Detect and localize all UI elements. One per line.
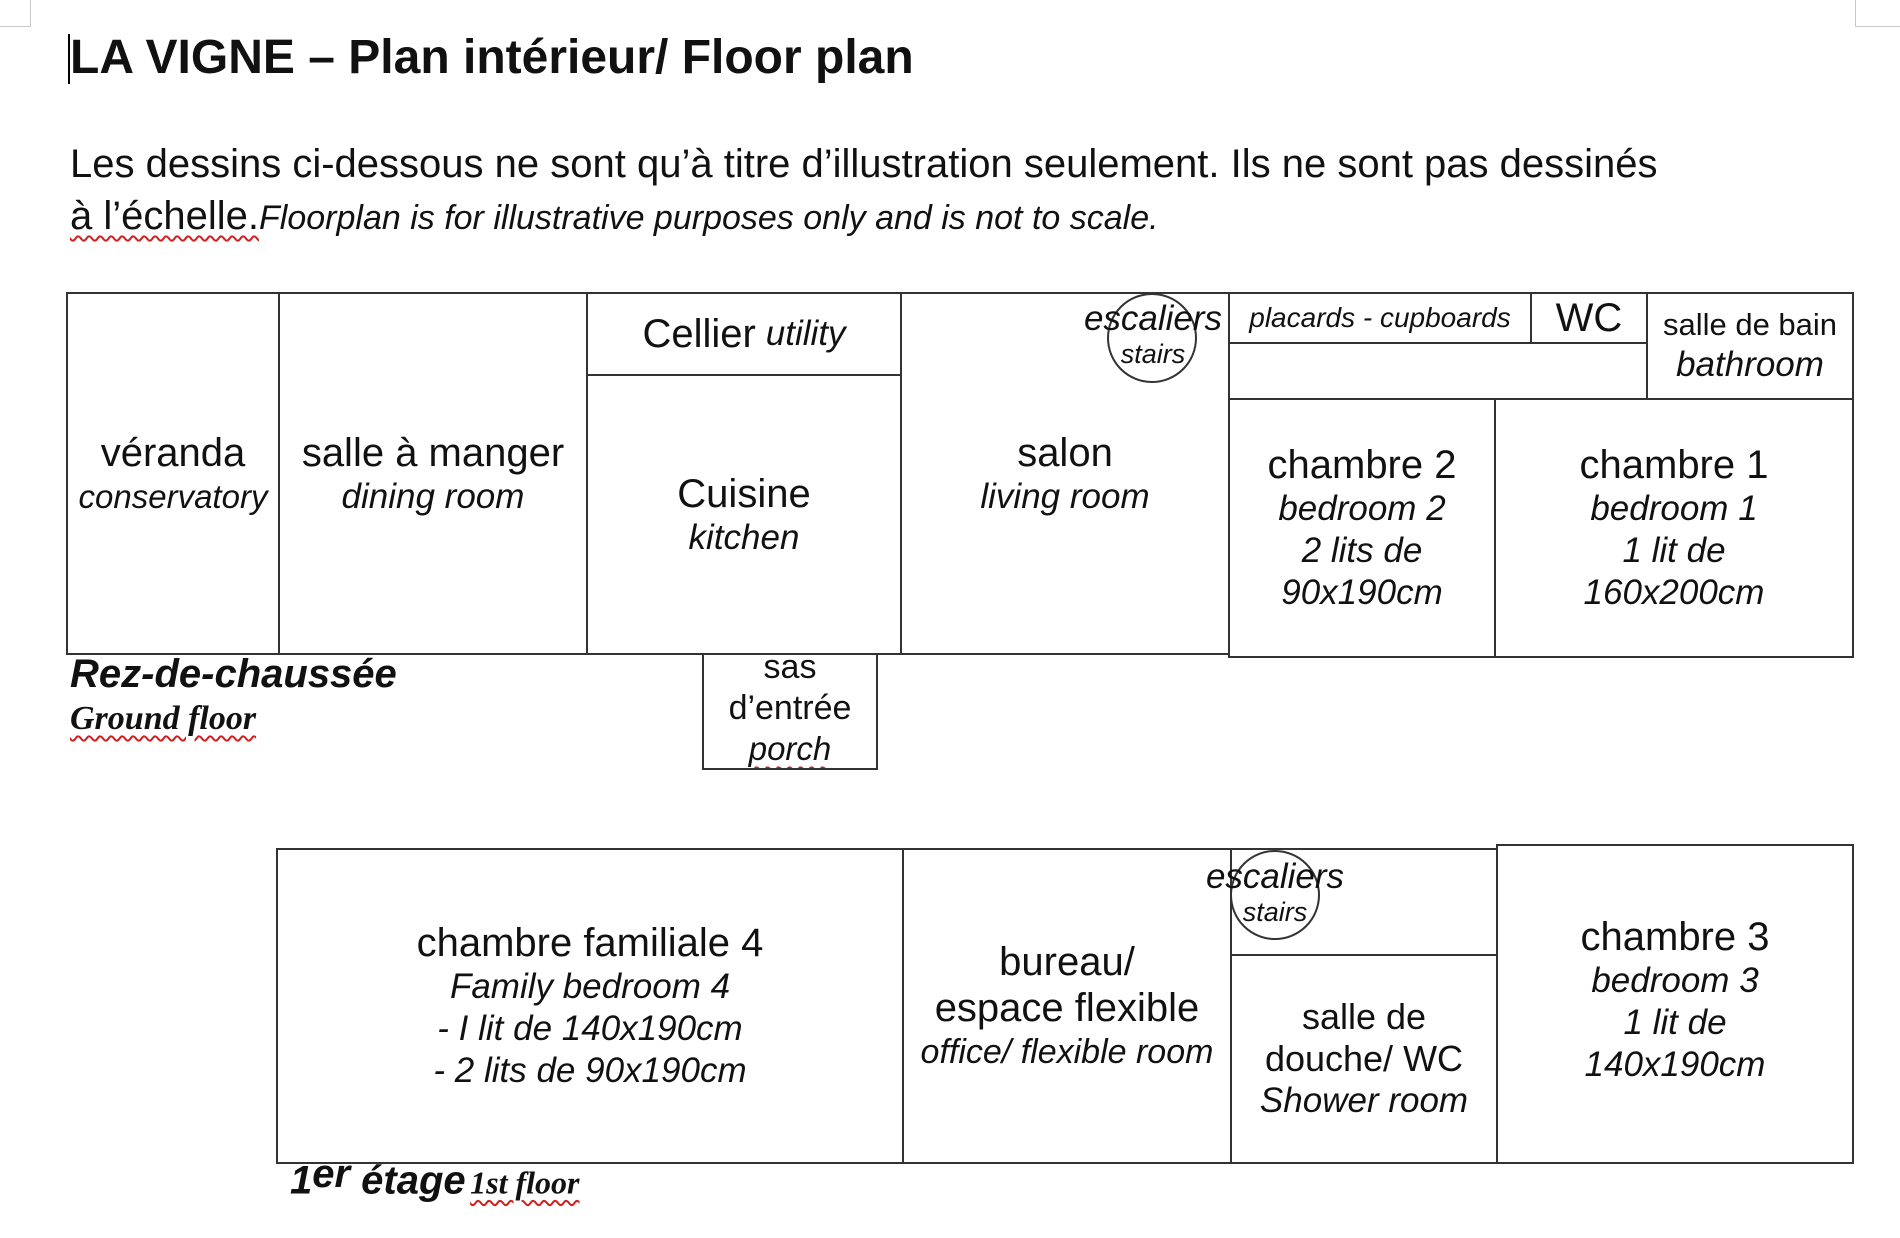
room-name-fr: véranda — [100, 430, 246, 475]
room-beds: - 2 lits de 90x190cm — [433, 1051, 747, 1090]
room-bathroom: salle de bain bathroom — [1646, 292, 1854, 400]
room-utility: Cellier utility — [586, 292, 902, 376]
ground-floor-label-en: Ground floor — [70, 700, 257, 737]
room-office: bureau/ espace flexible office/ flexible… — [902, 848, 1232, 1164]
page-title: LA VIGNE – Plan intérieur/ Floor plan — [70, 31, 914, 84]
stairs-circle — [1230, 850, 1320, 940]
room-name-en: dining room — [341, 476, 525, 516]
room-name-fr: chambre 2 — [1267, 443, 1457, 487]
room-name-fr: Cuisine — [677, 471, 811, 516]
room-name-en: kitchen — [688, 517, 800, 557]
room-beds: - I lit de 140x190cm — [437, 1009, 743, 1048]
page-corner-mark — [0, 0, 31, 27]
room-name-fr: salon — [1017, 430, 1113, 475]
stairs-label: escaliers stairs — [1205, 857, 1345, 928]
intro-fr-end: à l’échelle. — [70, 194, 260, 238]
first-floor-label-en: 1st floor — [470, 1164, 580, 1201]
room-name-fr: Cellier — [642, 312, 756, 356]
room-name-fr: chambre familiale 4 — [416, 921, 764, 965]
room-name-en: bedroom 1 — [1590, 489, 1758, 528]
room-wc: WC — [1530, 292, 1648, 344]
room-porch: sas d’entrée porch — [702, 653, 878, 770]
room-beds: 2 lits de — [1301, 531, 1423, 570]
room-beds-size: 90x190cm — [1281, 573, 1443, 612]
room-cupboards: placards - cupboards — [1228, 292, 1532, 344]
room-name-en: office/ flexible room — [920, 1033, 1214, 1071]
room-bedroom-3: chambre 3 bedroom 3 1 lit de 140x190cm — [1496, 844, 1854, 1164]
room-name-en: Family bedroom 4 — [449, 967, 731, 1006]
room-bedroom-2: chambre 2 bedroom 2 2 lits de 90x190cm — [1228, 398, 1496, 658]
room-dining: salle à manger dining room — [278, 292, 588, 655]
room-name-en: bedroom 3 — [1591, 961, 1759, 1000]
room-family-bedroom-4: chambre familiale 4 Family bedroom 4 - I… — [276, 848, 904, 1164]
room-name-fr: sas — [763, 653, 817, 686]
room-name-en: conservatory — [78, 477, 268, 515]
intro-paragraph: Les dessins ci-dessous ne sont qu’à titr… — [70, 138, 1860, 244]
room-name-en: bedroom 2 — [1278, 489, 1446, 528]
room-name-fr: bureau/ — [999, 940, 1135, 984]
room-shower: salle de douche/ WC Shower room — [1230, 954, 1498, 1164]
room-kitchen: Cuisine kitchen — [586, 374, 902, 655]
stairs-circle — [1107, 293, 1197, 383]
room-beds: 1 lit de — [1622, 531, 1726, 570]
page-corner-mark — [1855, 0, 1900, 27]
room-name-en: porch — [748, 730, 832, 767]
room-name-fr: salle de — [1301, 996, 1427, 1037]
room-name-fr: salle à manger — [301, 430, 565, 475]
room-name-fr: douche/ WC — [1264, 1038, 1464, 1079]
room-name-fr: d’entrée — [728, 689, 852, 727]
room-name-en: Shower room — [1259, 1081, 1469, 1120]
room-name-fr: chambre 1 — [1579, 443, 1769, 487]
room-beds-size: 160x200cm — [1583, 573, 1765, 612]
room-name-fr: espace flexible — [934, 986, 1200, 1030]
room-name-en: living room — [980, 476, 1150, 516]
intro-en: Floorplan is for illustrative purposes o… — [259, 199, 1159, 237]
intro-line-1: Les dessins ci-dessous ne sont qu’à titr… — [70, 142, 1658, 186]
first-floor-label: 1er étage 1st floor — [290, 1152, 580, 1203]
room-bedroom-1: chambre 1 bedroom 1 1 lit de 160x200cm — [1494, 398, 1854, 658]
room-name-fr: salle de bain — [1662, 307, 1838, 342]
room-veranda: véranda conservatory — [66, 292, 280, 655]
hallway — [1228, 342, 1648, 400]
room-name-en: utility — [765, 314, 846, 353]
ground-floor-label-fr: Rez-de-chaussée — [70, 652, 397, 696]
room-beds-size: 140x190cm — [1584, 1045, 1766, 1084]
room-name-en: bathroom — [1676, 345, 1824, 384]
text-cursor — [68, 34, 70, 84]
stairs-label: escaliers stairs — [1083, 299, 1223, 370]
intro-line-2: à l’échelle.Floorplan is for illustrativ… — [70, 190, 1860, 244]
room-beds: 1 lit de — [1623, 1003, 1727, 1042]
room-name-fr: chambre 3 — [1580, 915, 1770, 959]
